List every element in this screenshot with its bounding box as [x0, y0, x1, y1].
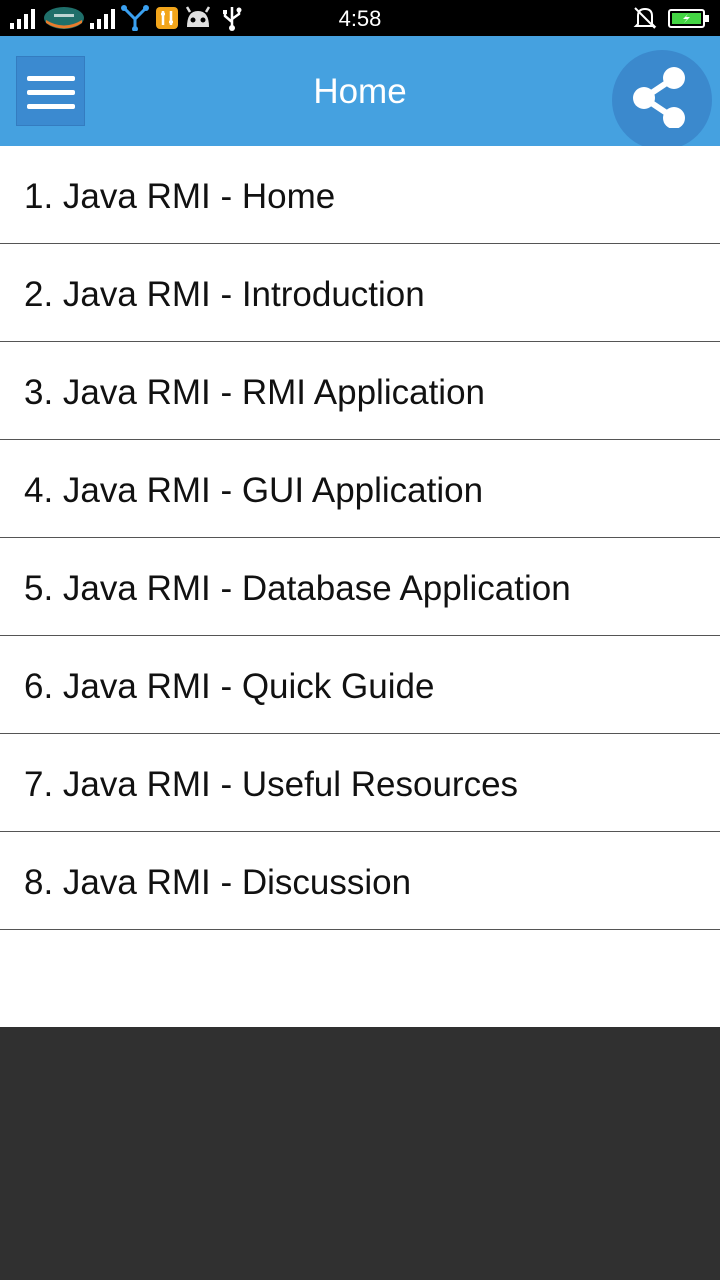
- android-icon: [185, 6, 211, 27]
- share-button-background: [612, 50, 712, 146]
- list-item-label: 8. Java RMI - Discussion: [24, 863, 412, 902]
- menu-button[interactable]: [16, 56, 85, 126]
- list-item[interactable]: 7. Java RMI - Useful Resources: [0, 734, 720, 832]
- list-item-label: 5. Java RMI - Database Application: [24, 569, 571, 608]
- list-item[interactable]: 2. Java RMI - Introduction: [0, 244, 720, 342]
- bell-off-icon: [633, 7, 657, 29]
- list-item[interactable]: 4. Java RMI - GUI Application: [0, 440, 720, 538]
- tools-icon: [156, 7, 178, 29]
- carrier-logo-icon: [44, 7, 84, 29]
- list-item[interactable]: 1. Java RMI - Home: [0, 146, 720, 244]
- list-item[interactable]: 5. Java RMI - Database Application: [0, 538, 720, 636]
- share-button[interactable]: [612, 50, 712, 146]
- battery-charging-icon: [668, 9, 709, 28]
- list-item[interactable]: 8. Java RMI - Discussion: [0, 832, 720, 930]
- list-item[interactable]: 6. Java RMI - Quick Guide: [0, 636, 720, 734]
- signal-icon: [90, 9, 115, 29]
- clock: 4:58: [338, 6, 382, 31]
- app-bar: Home: [0, 36, 720, 146]
- list-item-label: 6. Java RMI - Quick Guide: [24, 667, 435, 706]
- fork-icon: [121, 5, 149, 31]
- list-item[interactable]: 3. Java RMI - RMI Application: [0, 342, 720, 440]
- topic-list: 1. Java RMI - Home 2. Java RMI - Introdu…: [0, 146, 720, 930]
- list-item-label: 7. Java RMI - Useful Resources: [24, 765, 519, 804]
- list-item-label: 2. Java RMI - Introduction: [24, 275, 425, 314]
- status-bar: 4:58: [0, 0, 720, 36]
- list-item-label: 4. Java RMI - GUI Application: [24, 471, 484, 510]
- usb-icon: [223, 7, 242, 31]
- list-item-label: 3. Java RMI - RMI Application: [24, 373, 485, 412]
- signal-icon: [10, 9, 35, 29]
- share-icon: [633, 67, 685, 128]
- list-footer-space: [0, 930, 720, 1027]
- page-title: Home: [313, 72, 407, 111]
- bottom-panel: [0, 1027, 720, 1280]
- list-item-label: 1. Java RMI - Home: [24, 177, 336, 216]
